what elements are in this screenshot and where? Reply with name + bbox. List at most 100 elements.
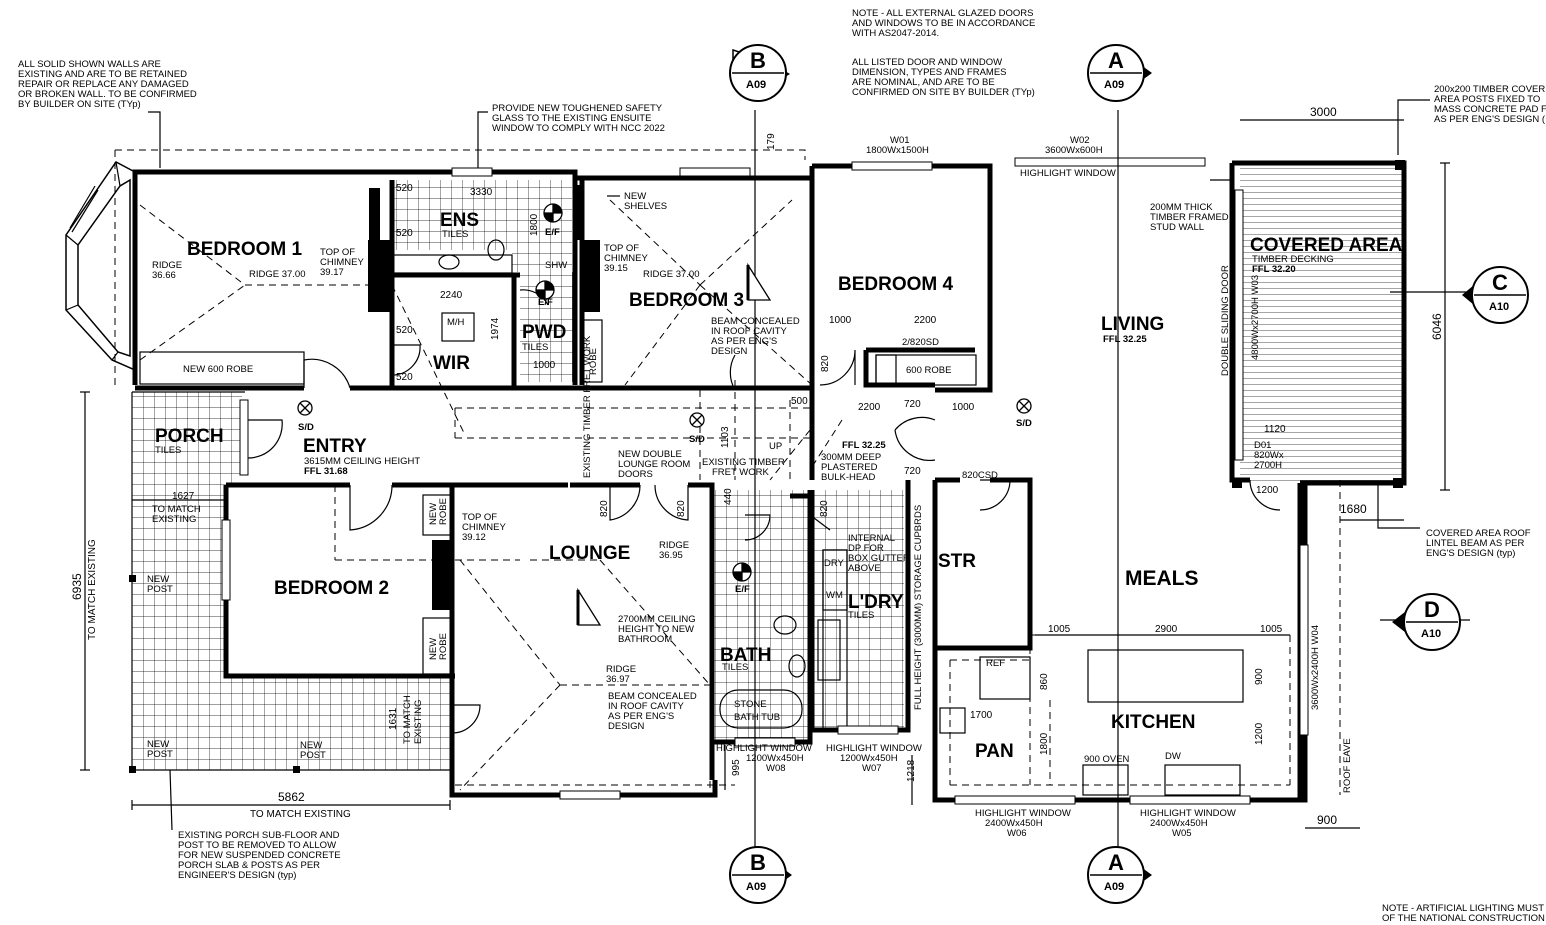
note-lintel-3: ENG'S DESIGN (typ) [1426, 548, 1515, 559]
windows [221, 157, 1309, 805]
dim-520-d: 520 [396, 372, 413, 383]
sd-2820-label: 2/820SD [902, 337, 939, 348]
dim-1005-a: 1005 [1048, 624, 1071, 635]
room-label-str: STR [938, 551, 976, 572]
section-a-bottom-ref: A09 [1104, 881, 1124, 893]
note-beam2-c: AS PER ENG'S [608, 711, 674, 722]
room-label-ldry: L'DRY [848, 592, 904, 613]
dim-720-a: 720 [904, 399, 921, 410]
porch-tiles-bottom [132, 675, 452, 770]
room-label-lounge: LOUNGE [549, 543, 630, 564]
chimney2-a: TOP OF [604, 243, 639, 254]
leader-lines [148, 99, 1430, 831]
note-porch-2: POST TO BE REMOVED TO ALLOW [178, 840, 336, 851]
covered-area-decking [1240, 163, 1404, 483]
new-post-b1: NEW [147, 739, 169, 750]
ridge-3695: RIDGE [659, 540, 689, 551]
dim-1627: 1627 [172, 491, 195, 502]
room-label-bedroom-2: BEDROOM 2 [274, 578, 389, 599]
dim-500: 500 [791, 396, 808, 407]
note-walls-2: EXISTING AND ARE TO BE RETAINED [18, 69, 187, 80]
sd-label-living: S/D [1016, 418, 1032, 429]
section-a-top-letter: A [1108, 48, 1124, 73]
note-beam2-b: IN ROOF CAVITY [608, 701, 684, 712]
chimney3-b: CHIMNEY [462, 522, 506, 533]
new-robe-bed2b-2: ROBE [438, 633, 449, 660]
entry-ffl-label: FFL 31.68 [304, 466, 348, 477]
note-post-3: MASS CONCRETE PAD FO [1434, 104, 1546, 115]
sd-label-entry: S/D [298, 422, 314, 433]
w06-size: 2400Wx450H [985, 818, 1043, 829]
w03-label: 4800Wx2700H W03 [1250, 275, 1261, 360]
ef-label-bath: E/F [735, 584, 750, 595]
dim-1103: 1103 [720, 426, 731, 448]
note-porch-3: FOR NEW SUSPENDED CONCRETE [178, 850, 341, 861]
notes: ALL SOLID SHOWN WALLS ARE EXISTING AND A… [18, 8, 1546, 924]
bath-tiles-label: TILES [722, 662, 748, 673]
dim-1700: 1700 [970, 710, 993, 721]
dim-820-b: 820 [599, 500, 610, 517]
note-top-1: NOTE - ALL EXTERNAL GLAZED DOORS [852, 8, 1033, 19]
note-beam2-d: DESIGN [608, 721, 645, 732]
note-stone-2: BATH TUB [734, 712, 780, 723]
dim-1800: 1800 [529, 213, 540, 236]
ffl-3225-label: FFL 32.25 [842, 440, 886, 451]
dim-2900: 2900 [1155, 624, 1178, 635]
pwd-tiles-label: TILES [522, 342, 548, 353]
chimney1-b: CHIMNEY [320, 257, 364, 268]
oven-label: 900 OVEN [1084, 754, 1130, 765]
sd-symbols [297, 398, 1032, 428]
dim-995: 995 [731, 759, 742, 776]
room-labels: BEDROOM 1 BEDROOM 2 BEDROOM 3 BEDROOM 4 … [155, 210, 1403, 762]
shw-label: SHW [545, 260, 567, 271]
dim-1000-a: 1000 [533, 360, 556, 371]
section-b-top-letter: B [750, 48, 766, 73]
bath-tiles [712, 490, 810, 742]
misc-labels: RIDGE 36.66 RIDGE 37.00 RIDGE 37.00 TOP … [147, 227, 1284, 765]
up-label: UP [769, 441, 782, 452]
dim-900-a: 900 [1254, 668, 1265, 685]
room-label-covered-area: COVERED AREA [1250, 235, 1403, 256]
dim-6935: 6935 [70, 573, 84, 600]
room-label-living: LIVING [1101, 314, 1164, 335]
note-post-1: 200x200 TIMBER COVER [1434, 84, 1545, 95]
dim-520-b: 520 [396, 228, 413, 239]
chimney3-a: TOP OF [462, 512, 497, 523]
chimney3-c: 39.12 [462, 532, 486, 543]
entry-ceiling-label: 3615MM CEILING HEIGHT [304, 456, 420, 467]
ldry-tiles-label: TILES [848, 610, 874, 621]
new-post-c1: NEW [300, 740, 322, 751]
note-match-vert-2: EXISTING [413, 700, 424, 744]
section-labels: B A09 A A09 B A09 A A09 C A10 D A10 [746, 48, 1509, 893]
dim-1000-c: 1000 [952, 402, 975, 413]
note-doors-2: LOUNGE ROOM [618, 459, 690, 470]
note-bulk-1: 300MM DEEP [821, 452, 881, 463]
dim-720-b: 720 [904, 466, 921, 477]
ridge-37-b: RIDGE 37.00 [643, 269, 700, 280]
note-fret-vertical: EXISTING TIMBER FRET WORK [582, 335, 593, 478]
section-marker-c [1462, 266, 1529, 324]
w02-size: 3600Wx600H [1045, 145, 1103, 156]
note-glass-1: PROVIDE NEW TOUGHENED SAFETY [492, 103, 663, 114]
sd-820-label: 820CSD [962, 470, 998, 481]
ef-label-ens: E/F [545, 227, 560, 238]
w05-code: W05 [1172, 828, 1192, 839]
w06-type: HIGHLIGHT WINDOW [975, 808, 1071, 819]
note-porch-1: EXISTING PORCH SUB-FLOOR AND [178, 830, 340, 841]
w04-label: 3600Wx2400H W04 [1310, 625, 1321, 710]
bay-window [65, 161, 136, 372]
note-glass-2: GLASS TO THE EXISTING ENSUITE [492, 113, 651, 124]
section-b-bottom-ref: A09 [746, 881, 766, 893]
note-stud-2: TIMBER FRAMED [1150, 212, 1229, 223]
note-walls-3: REPAIR OR REPLACE ANY DAMAGED [18, 79, 189, 90]
section-b-top-ref: A09 [746, 79, 766, 91]
note-dp-4: ABOVE [848, 563, 881, 574]
dim-1218: 1218 [906, 759, 917, 782]
porch-tiles-mid [132, 392, 227, 682]
note-ceil-2: HEIGHT TO NEW [618, 624, 694, 635]
note-lintel-1: COVERED AREA ROOF [1426, 528, 1531, 539]
note-sliding-door: DOUBLE SLIDING DOOR [1220, 265, 1231, 376]
dim-2200-b: 2200 [858, 402, 881, 413]
w07-size: 1200Wx450H [840, 753, 898, 764]
note-bulk-2: PLASTERED [821, 462, 878, 473]
